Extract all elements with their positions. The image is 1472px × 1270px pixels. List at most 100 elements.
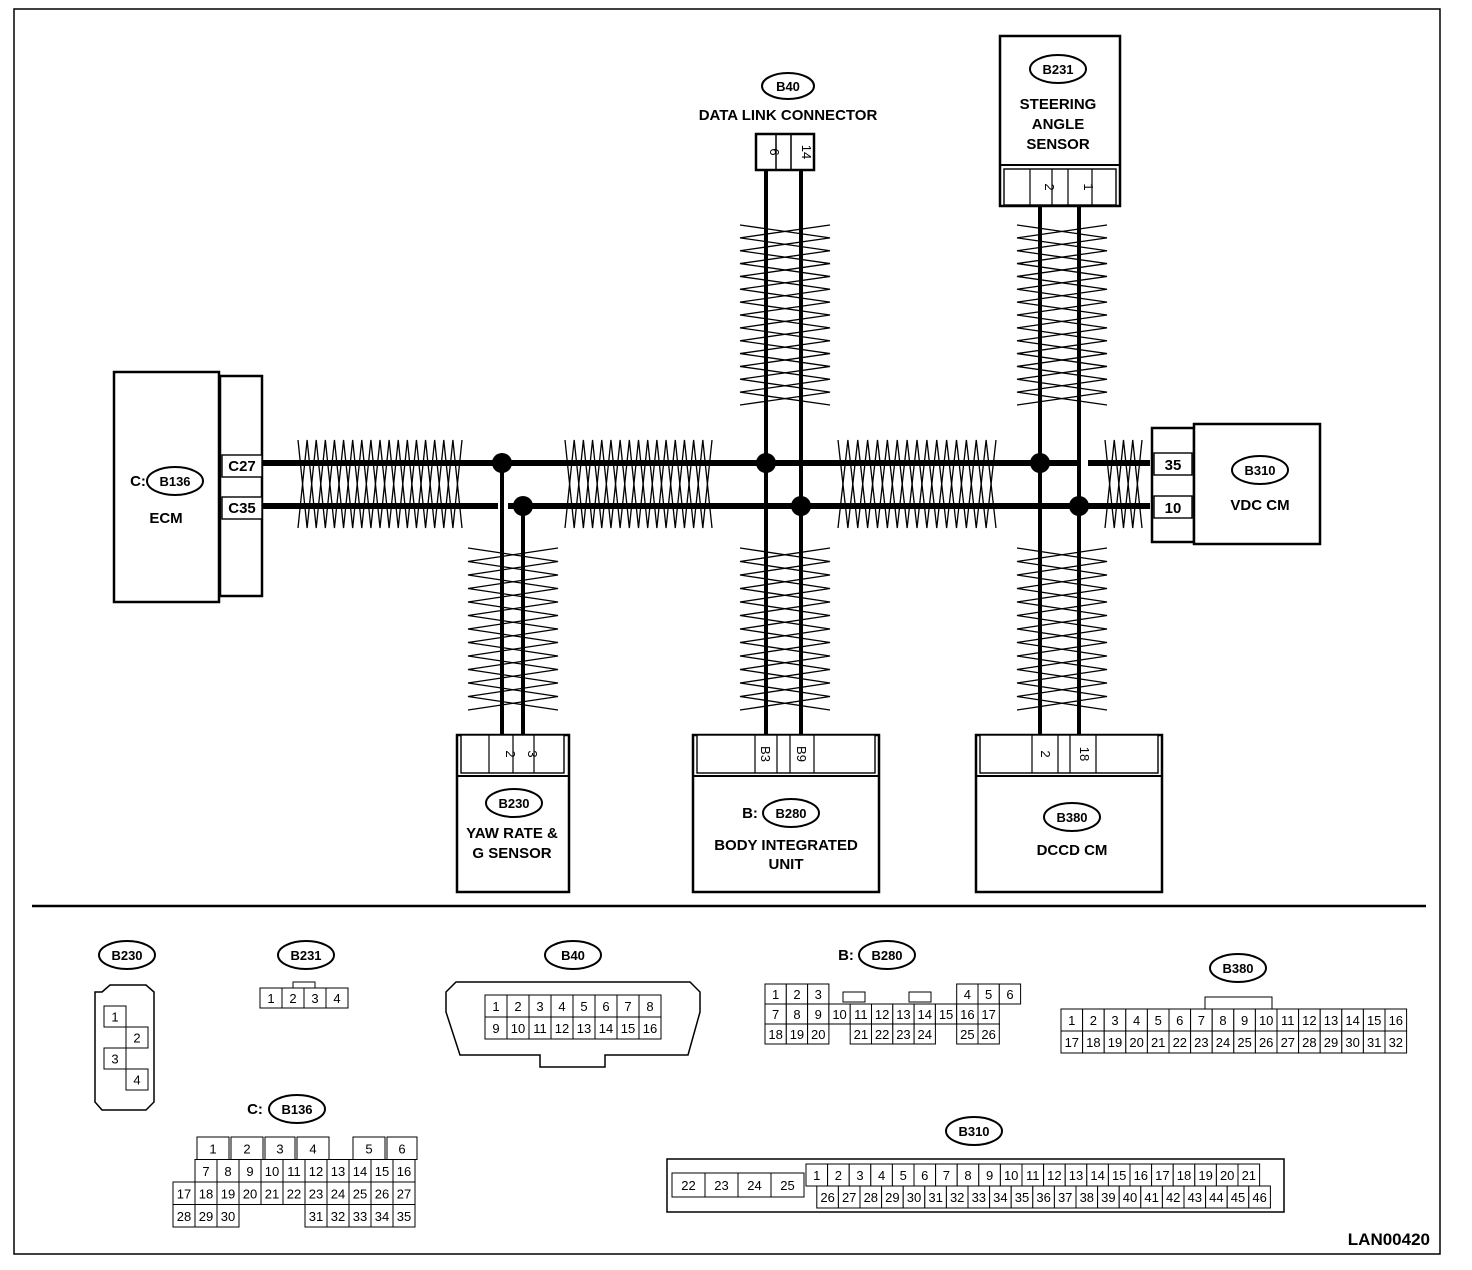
connector-pin-label: 8 [793, 1007, 800, 1022]
connector-pin [998, 983, 1022, 1005]
twist-mark [837, 439, 997, 529]
twist-mark [739, 547, 831, 711]
connector-pin-label: 25 [353, 1186, 367, 1201]
junction-dot [1069, 496, 1089, 516]
connector-pin-label: 28 [864, 1190, 878, 1205]
connector-pin [704, 1172, 739, 1198]
connector-pin-label: 40 [1123, 1190, 1137, 1205]
twist-mark [1104, 439, 1143, 529]
b310-oval [945, 1116, 1003, 1146]
connector-pin-label: 16 [1389, 1013, 1403, 1028]
connector-pin-label: 21 [1151, 1035, 1165, 1050]
connector-pin [392, 1204, 416, 1228]
sas-label-line2: ANGLE [1032, 116, 1085, 133]
connector-pin-label: 20 [811, 1027, 825, 1042]
connector-pin-label: 16 [397, 1164, 411, 1179]
connector-pin-label: 17 [177, 1186, 191, 1201]
ecm-unit: C27 C35 C: B136 ECM [112, 370, 264, 604]
connector-pin-label: 12 [309, 1164, 323, 1179]
b136-id: B136 [281, 1102, 312, 1117]
connector-pin-label: 19 [1108, 1035, 1122, 1050]
connector-pin-label: 30 [907, 1190, 921, 1205]
biu-connector-oval [762, 798, 820, 828]
connector-pin-label: 14 [1090, 1168, 1104, 1183]
sas-label-line3: SENSOR [1026, 136, 1090, 153]
connector-pin-label: 17 [981, 1007, 995, 1022]
connector-pin-label: 1 [492, 999, 499, 1014]
b380-oval [1209, 953, 1267, 983]
connector-pin-label: 33 [353, 1209, 367, 1224]
yaw-pin-3: 3 [525, 750, 540, 757]
connector-pin-label: 2 [133, 1031, 140, 1046]
b280-prefix: B: [838, 947, 854, 964]
connector-pin-label: 1 [267, 991, 274, 1006]
connector-pin-label: 32 [950, 1190, 964, 1205]
connector-pin-label: 29 [885, 1190, 899, 1205]
connector-pin-label: 31 [309, 1209, 323, 1224]
biu-prefix: B: [742, 805, 758, 822]
b280-id: B280 [871, 948, 902, 963]
connector-pin-label: 5 [985, 987, 992, 1002]
sas-label-line1: STEERING [1020, 96, 1097, 113]
steering-angle-sensor: 2 1 B231 STEERING ANGLE SENSOR [998, 34, 1122, 208]
connector-pin-label: 35 [397, 1209, 411, 1224]
connector-pin-label: 4 [309, 1141, 316, 1156]
connector-pin-label: 3 [276, 1141, 283, 1156]
connector-pin-label: 23 [714, 1178, 728, 1193]
twist-mark [297, 439, 463, 529]
vdc-connector-id: B310 [1244, 463, 1275, 478]
connector-pin-label: 41 [1144, 1190, 1158, 1205]
yaw-rate-g-sensor: 2 3 B230 YAW RATE & G SENSOR [455, 733, 571, 894]
connector-pin-label: 8 [646, 999, 653, 1014]
b230-oval [98, 940, 156, 970]
twist-mark [837, 439, 997, 529]
connector-pin-label: 9 [815, 1007, 822, 1022]
connector-pin-label: 5 [580, 999, 587, 1014]
connector-pin [103, 1005, 127, 1028]
connector-pin-label: 5 [1155, 1013, 1162, 1028]
connector-pin-label: 20 [243, 1186, 257, 1201]
connector-pin-label: 10 [265, 1164, 279, 1179]
connector-pin-label: 17 [1155, 1168, 1169, 1183]
connector-pin-label: 2 [835, 1168, 842, 1183]
junction-dot [513, 496, 533, 516]
connector-pin-label: 16 [1134, 1168, 1148, 1183]
connector-pin-label: 3 [536, 999, 543, 1014]
connector-pin-label: 12 [1047, 1168, 1061, 1183]
connector-pin-label: 29 [199, 1209, 213, 1224]
connector-pin-label: 11 [854, 1007, 868, 1022]
connector-pin-label: 6 [921, 1168, 928, 1183]
connector-pin-label: 18 [1086, 1035, 1100, 1050]
b136-oval [268, 1094, 326, 1124]
connector-pin-label: 1 [1068, 1013, 1075, 1028]
connector-pin-label: 6 [1006, 987, 1013, 1002]
connector-pin-label: 34 [375, 1209, 389, 1224]
dlc-connector-id: B40 [776, 79, 800, 94]
connector-pin-label: 24 [747, 1178, 761, 1193]
b231-id: B231 [290, 948, 321, 963]
connector-pin-label: 43 [1188, 1190, 1202, 1205]
connector-pin-label: 11 [533, 1021, 547, 1036]
connector-pin-label: 17 [1065, 1035, 1079, 1050]
connector-pin [977, 1023, 1000, 1045]
b40-oval [544, 940, 602, 970]
connector-pin-label: 25 [1237, 1035, 1251, 1050]
connector-pin-label: 30 [221, 1209, 235, 1224]
connector-pin-label: 26 [375, 1186, 389, 1201]
connector-pin-label: 9 [1241, 1013, 1248, 1028]
connector-pin-label: 18 [768, 1027, 782, 1042]
connector-pin-label: 16 [643, 1021, 657, 1036]
b380-id: B380 [1222, 961, 1253, 976]
connector-pin-label: 38 [1080, 1190, 1094, 1205]
connector-pin-label: 45 [1231, 1190, 1245, 1205]
connector-pin [913, 1023, 936, 1045]
connector-pin [325, 987, 349, 1009]
connector-pin-label: 44 [1209, 1190, 1223, 1205]
b280-oval [858, 940, 916, 970]
twist-mark [739, 224, 831, 406]
connector-pin-label: 35 [1015, 1190, 1029, 1205]
